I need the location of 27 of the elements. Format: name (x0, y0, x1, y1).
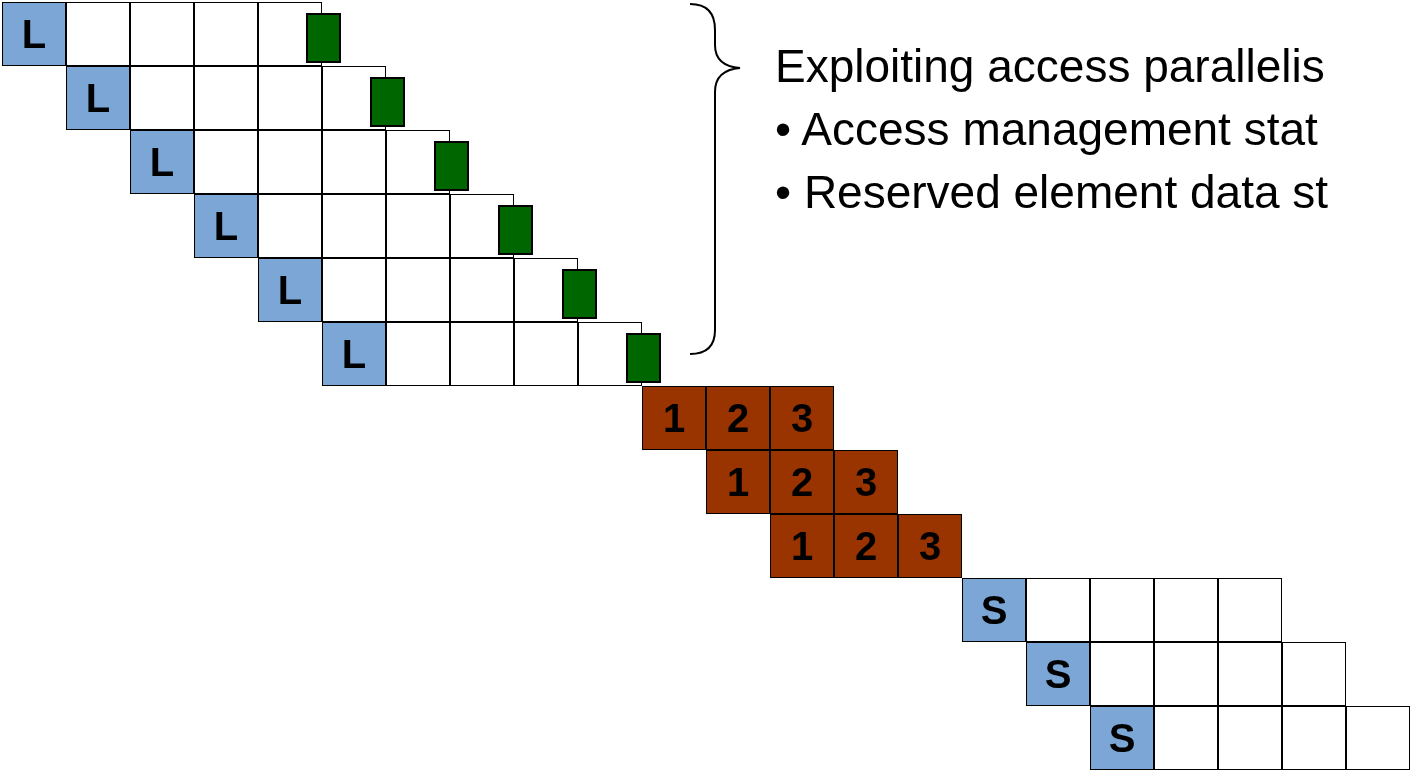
bullet-text: • Access management stat (775, 103, 1318, 155)
stage-cell: 2 (706, 386, 770, 450)
marker-block (306, 13, 341, 63)
marker-block (498, 205, 533, 255)
marker-block (626, 333, 661, 383)
stage-cell: L (130, 130, 194, 194)
stage-cell: L (2, 2, 66, 66)
stage-cell: S (962, 578, 1026, 642)
stage-cell: S (1026, 642, 1090, 706)
stage-cell: 2 (834, 514, 898, 578)
stage-cell: 3 (770, 386, 834, 450)
heading-text: Exploiting access parallelis (775, 40, 1325, 92)
stage-cell: 3 (834, 450, 898, 514)
marker-block (370, 77, 405, 127)
stage-cell: 1 (642, 386, 706, 450)
stage-cell: 1 (706, 450, 770, 514)
stage-cell: L (66, 66, 130, 130)
stage-cell: 1 (770, 514, 834, 578)
stage-cell: 2 (770, 450, 834, 514)
stage-cell: 3 (898, 514, 962, 578)
marker-block (562, 269, 597, 319)
stage-cell: L (194, 194, 258, 258)
bullet-text: • Reserved element data st (775, 166, 1329, 218)
marker-block (434, 141, 469, 191)
stage-cell: L (258, 258, 322, 322)
stage-cell: S (1090, 706, 1154, 770)
stage-cell: L (322, 322, 386, 386)
